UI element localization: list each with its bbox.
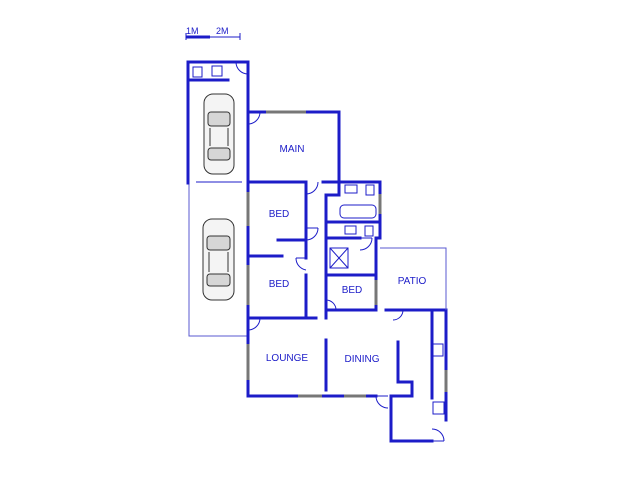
bathtub-icon <box>339 204 377 219</box>
room-label-lounge: LOUNGE <box>266 353 309 364</box>
door-swing <box>359 237 373 251</box>
sink-icon <box>432 401 445 415</box>
room-label-patio: PATIO <box>398 276 427 287</box>
room-label-dining: DINING <box>345 354 380 365</box>
patio-edge <box>380 247 447 310</box>
door-swing <box>305 181 319 195</box>
door-swing <box>431 428 445 442</box>
carport-outline <box>188 183 248 337</box>
scale-label-2m: 2M <box>216 26 229 36</box>
kitchen-bottom-wall <box>389 394 434 443</box>
store-door-swing <box>235 61 249 75</box>
carport-edge <box>188 183 248 337</box>
toilet-icon <box>364 225 374 237</box>
basin-icon <box>344 184 358 194</box>
door-swing <box>325 299 337 311</box>
toilet-icon <box>365 184 375 196</box>
scale-bar: 1M 2M <box>185 26 241 40</box>
bath-wall <box>324 180 341 320</box>
shower-icon <box>329 247 349 269</box>
scale-label-1m: 1M <box>186 26 199 36</box>
door-swing <box>375 395 389 409</box>
basin-icon <box>344 225 357 235</box>
basin-icon <box>211 65 223 77</box>
car-icon <box>203 93 235 175</box>
door-swing <box>391 309 404 321</box>
room-label-bed-1: BED <box>269 209 290 220</box>
door-swing <box>247 111 261 125</box>
car-icon <box>202 218 235 301</box>
stove-icon <box>432 343 444 357</box>
door-swing <box>295 257 307 271</box>
toilet-icon <box>192 66 203 78</box>
room-label-bed-2: BED <box>269 279 290 290</box>
door-swing <box>305 227 319 241</box>
room-label-main: MAIN <box>280 144 305 155</box>
door-swing <box>247 317 261 331</box>
kitchen-island-wall <box>389 340 414 398</box>
doors <box>247 111 445 442</box>
room-label-bed-3: BED <box>342 285 363 296</box>
windows <box>246 110 448 398</box>
